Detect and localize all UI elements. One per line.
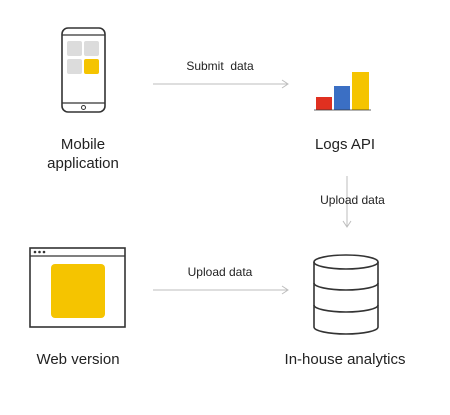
database-icon — [313, 254, 379, 335]
mobile-label-line1: Mobile — [60, 136, 106, 153]
mobile-application-label: Mobile application — [28, 135, 138, 173]
arrow-upload-horizontal — [153, 285, 289, 295]
in-house-analytics-label: In-house analytics — [284, 351, 406, 368]
arrow-submit — [153, 79, 289, 89]
smartphone-icon — [61, 27, 106, 113]
upload-data-vertical-label: Upload data — [320, 193, 385, 207]
bar-chart-icon — [314, 72, 371, 111]
arrow-upload-vertical — [342, 176, 352, 228]
upload-data-horizontal-label: Upload data — [187, 265, 253, 279]
mobile-label-line2: application — [47, 155, 119, 172]
web-version-label: Web version — [36, 351, 120, 368]
logs-api-label: Logs API — [314, 136, 376, 153]
submit-data-label: Submit data — [186, 59, 254, 73]
browser-window-icon — [29, 247, 126, 328]
